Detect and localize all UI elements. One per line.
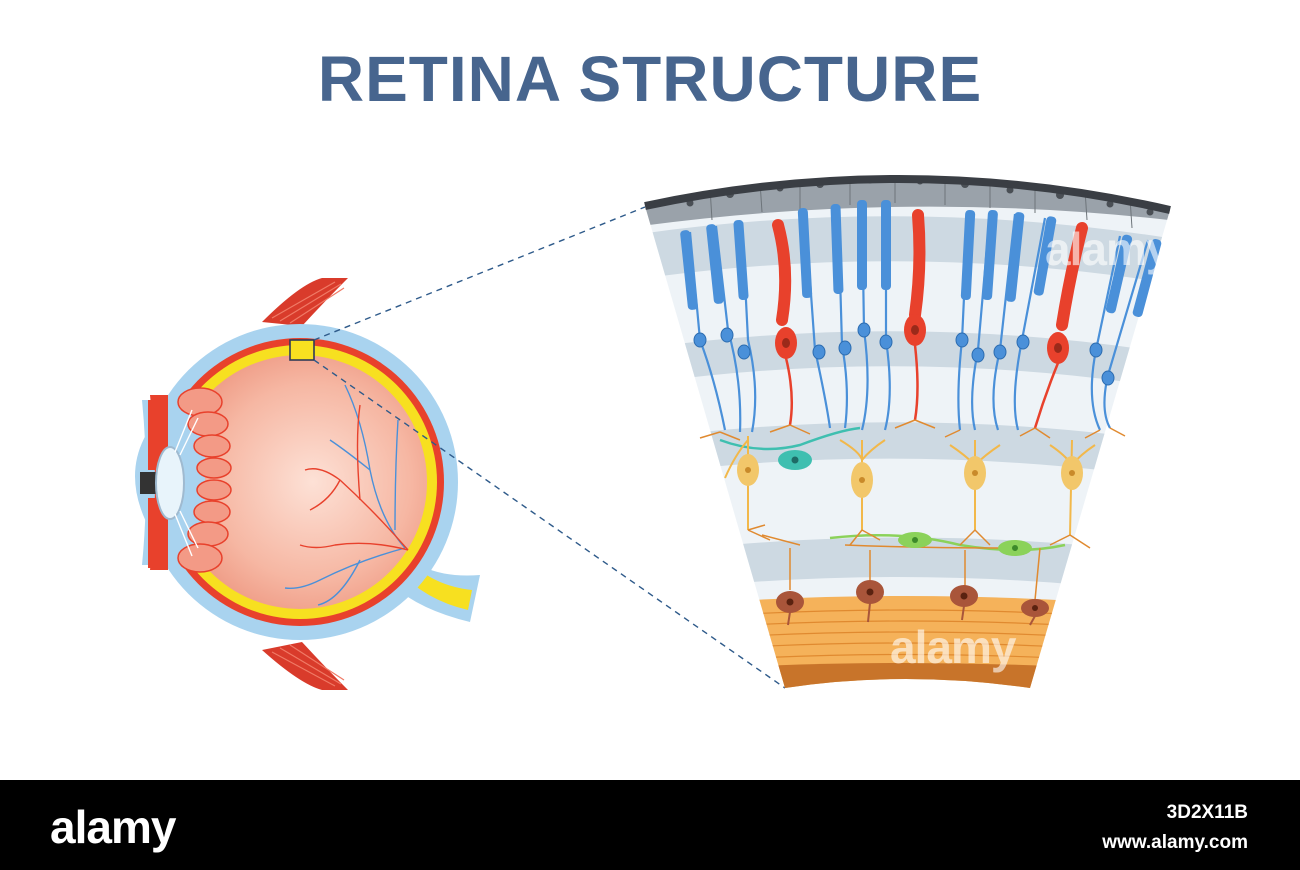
cone-cells: [772, 209, 1088, 429]
footer-logo[interactable]: alamy: [50, 801, 176, 853]
rod-nuclei: [693, 322, 1115, 386]
watermark: alamy: [1045, 223, 1171, 275]
rod-outer-segments: [680, 200, 1162, 318]
amacrine-cells: [829, 532, 1066, 556]
vitreous-body: [173, 355, 427, 609]
image-id: 3D2X11B: [1166, 802, 1248, 823]
synaptic-terminals: [699, 419, 1126, 441]
horizontal-cell: [719, 426, 861, 470]
watermark: alamy: [890, 621, 1016, 673]
ciliary-body: [177, 387, 232, 573]
retina-diagram: [135, 175, 1171, 690]
lens: [155, 446, 185, 520]
footer-bar: alamy 3D2X11B www.alamy.com: [0, 780, 1300, 870]
page-title: RETINA STRUCTURE: [317, 43, 983, 115]
inner-plexiform-dendrites: [747, 524, 1091, 601]
eyeball-cross-section: [135, 278, 480, 690]
zoom-box: [289, 339, 315, 361]
iris: [148, 400, 160, 470]
footer-url[interactable]: www.alamy.com: [1102, 832, 1248, 853]
retina-magnified-section: [644, 175, 1171, 688]
wedge-top-edge: [644, 175, 1171, 214]
upper-muscle: [262, 278, 348, 326]
bipolar-cells: [724, 436, 1096, 536]
ganglion-cells: [776, 580, 1049, 626]
zoom-connector-lines: [313, 206, 786, 689]
lower-muscle: [262, 642, 348, 690]
retinal-vessels: [284, 384, 409, 606]
